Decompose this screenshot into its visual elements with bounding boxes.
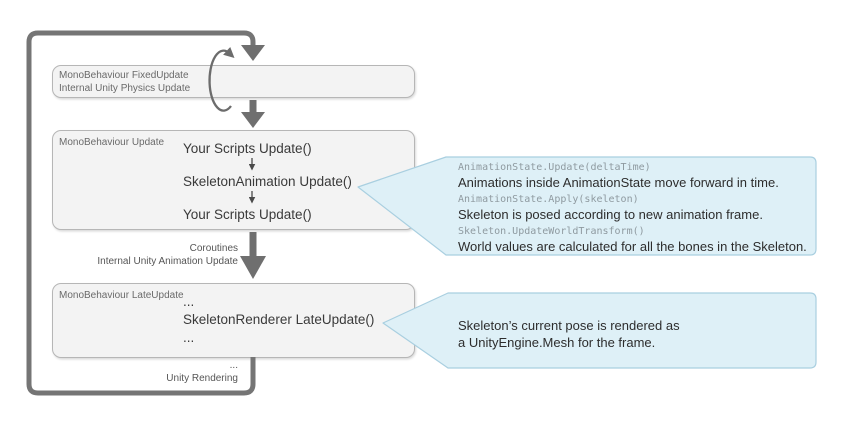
update-step-3: Your Scripts Update() <box>183 207 312 222</box>
rendering-annotation-line1: ... <box>229 360 238 371</box>
callout-text-2: Skeleton is posed according to new anima… <box>458 207 763 222</box>
callout-code-3: Skeleton.UpdateWorldTransform() <box>458 226 645 237</box>
callout-lateupdate-line2: a UnityEngine.Mesh for the frame. <box>458 335 656 350</box>
update-label: MonoBehaviour Update <box>59 137 165 148</box>
lateupdate-label: MonoBehaviour LateUpdate <box>59 290 184 301</box>
fixedupdate-label-line2: Internal Unity Physics Update <box>59 82 191 94</box>
callout-lateupdate-content: Skeleton’s current pose is rendered as a… <box>458 317 680 351</box>
coroutines-annotation-line1: Coroutines <box>189 243 238 254</box>
rendering-annotation-line2: Unity Rendering <box>166 372 238 384</box>
coroutines-annotation: Coroutines Internal Unity Animation Upda… <box>60 242 238 268</box>
rendering-annotation: ... Unity Rendering <box>60 360 238 385</box>
callout-text-1: Animations inside AnimationState move fo… <box>458 175 779 190</box>
callout-text-3: World values are calculated for all the … <box>458 239 807 254</box>
fixedupdate-label: MonoBehaviour FixedUpdate Internal Unity… <box>59 70 190 95</box>
lateupdate-step-3: ... <box>183 330 195 345</box>
lateupdate-step-1: ... <box>183 294 195 309</box>
callout-update-content: AnimationState.Update(deltaTime) Animati… <box>458 161 810 257</box>
callout-code-2: AnimationState.Apply(skeleton) <box>458 194 639 205</box>
fixedupdate-label-line1: MonoBehaviour FixedUpdate <box>59 70 189 81</box>
lateupdate-step-2: SkeletonRenderer LateUpdate() <box>183 312 375 327</box>
callout-code-1: AnimationState.Update(deltaTime) <box>458 162 651 173</box>
update-step-1: Your Scripts Update() <box>183 141 312 156</box>
callout-lateupdate-line1: Skeleton’s current pose is rendered as <box>458 318 680 333</box>
update-step-2: SkeletonAnimation Update() <box>183 174 352 189</box>
coroutines-annotation-line2: Internal Unity Animation Update <box>97 256 238 267</box>
